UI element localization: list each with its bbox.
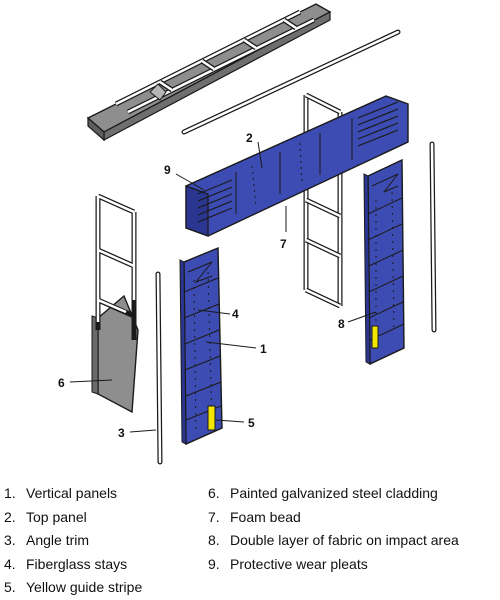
legend-text: Yellow guide stripe (26, 579, 143, 595)
legend-text: Foam bead (230, 508, 301, 525)
left-vertical-panel (179, 246, 223, 446)
legend-item-6: 6. Painted galvanized steel cladding (208, 482, 459, 506)
legend-text: Protective wear pleats (230, 555, 368, 572)
left-panel-face (183, 246, 223, 446)
legend-column-right: 6. Painted galvanized steel cladding 7. Fo… (208, 482, 459, 576)
legend-item-3: 3. Angle trim (4, 529, 142, 553)
legend-text: Angle trim (26, 532, 90, 548)
left-frame (91, 193, 139, 414)
wear-pleats-right (357, 101, 399, 147)
header-rail-front-inner (127, 18, 315, 114)
top-angle-trim (181, 29, 401, 135)
exploded-diagram: 1 2 3 4 5 6 7 8 9 (58, 3, 437, 465)
legend-text: Fiberglass stays (26, 555, 128, 572)
legend-text: Painted galvanized steel cladding (230, 485, 438, 501)
left-angle-trim (155, 271, 163, 465)
header-rail-back-inner (115, 10, 301, 106)
header-frame (86, 3, 332, 142)
callout-6: 6 (58, 376, 65, 390)
leader-lines (69, 141, 377, 433)
callout-2: 2 (246, 131, 253, 145)
callouts: 1 2 3 4 5 6 7 8 9 (58, 131, 345, 440)
left-yellow-stripe (207, 405, 216, 431)
legend-text: Top panel (26, 508, 87, 525)
wear-pleats-left (197, 179, 233, 223)
legend-item-8: 8. Double layer of fabric on impact area (208, 529, 459, 553)
right-angle-trim (429, 141, 437, 333)
legend-number: 7. (208, 508, 220, 525)
legend-item-4: 4. Fiberglass stays (4, 553, 142, 577)
right-yellow-stripe (371, 325, 379, 349)
callout-4: 4 (232, 307, 239, 321)
legend-item-9: 9. Protective wear pleats (208, 553, 459, 577)
legend-item-1: 1. Vertical panels (4, 482, 142, 506)
legend-text: Vertical panels (26, 485, 118, 501)
callout-3: 3 (118, 426, 125, 440)
right-panel-side (363, 173, 371, 365)
header-cladding-tear (149, 83, 167, 101)
legend-item-5: 5. Yellow guide stripe (4, 576, 142, 600)
legend-text: Double layer of fabric on impact area (230, 532, 459, 548)
legend-column-left: 1. Vertical panels 2. Top panel 3. Angle tr… (4, 482, 142, 600)
legend-number: 6. (208, 485, 220, 501)
callout-9: 9 (164, 163, 171, 177)
legend: 1. Vertical panels 2. Top panel 3. Angle tr… (0, 482, 500, 600)
legend-number: 2. (4, 508, 16, 525)
callout-5: 5 (248, 416, 255, 430)
top-panel (185, 95, 409, 237)
right-vertical-panel (363, 158, 405, 366)
left-panel-side (179, 259, 187, 445)
legend-number: 9. (208, 555, 220, 572)
callout-8: 8 (338, 317, 345, 331)
legend-item-7: 7. Foam bead (208, 506, 459, 530)
legend-number: 1. (4, 485, 16, 501)
legend-number: 4. (4, 555, 16, 572)
callout-1: 1 (260, 342, 267, 356)
header-deck-edge-front (87, 116, 105, 142)
top-panel-side (185, 185, 209, 237)
callout-7: 7 (280, 237, 287, 251)
legend-item-2: 2. Top panel (4, 506, 142, 530)
legend-number: 5. (4, 579, 16, 595)
legend-number: 8. (208, 532, 220, 548)
legend-number: 3. (4, 532, 16, 548)
